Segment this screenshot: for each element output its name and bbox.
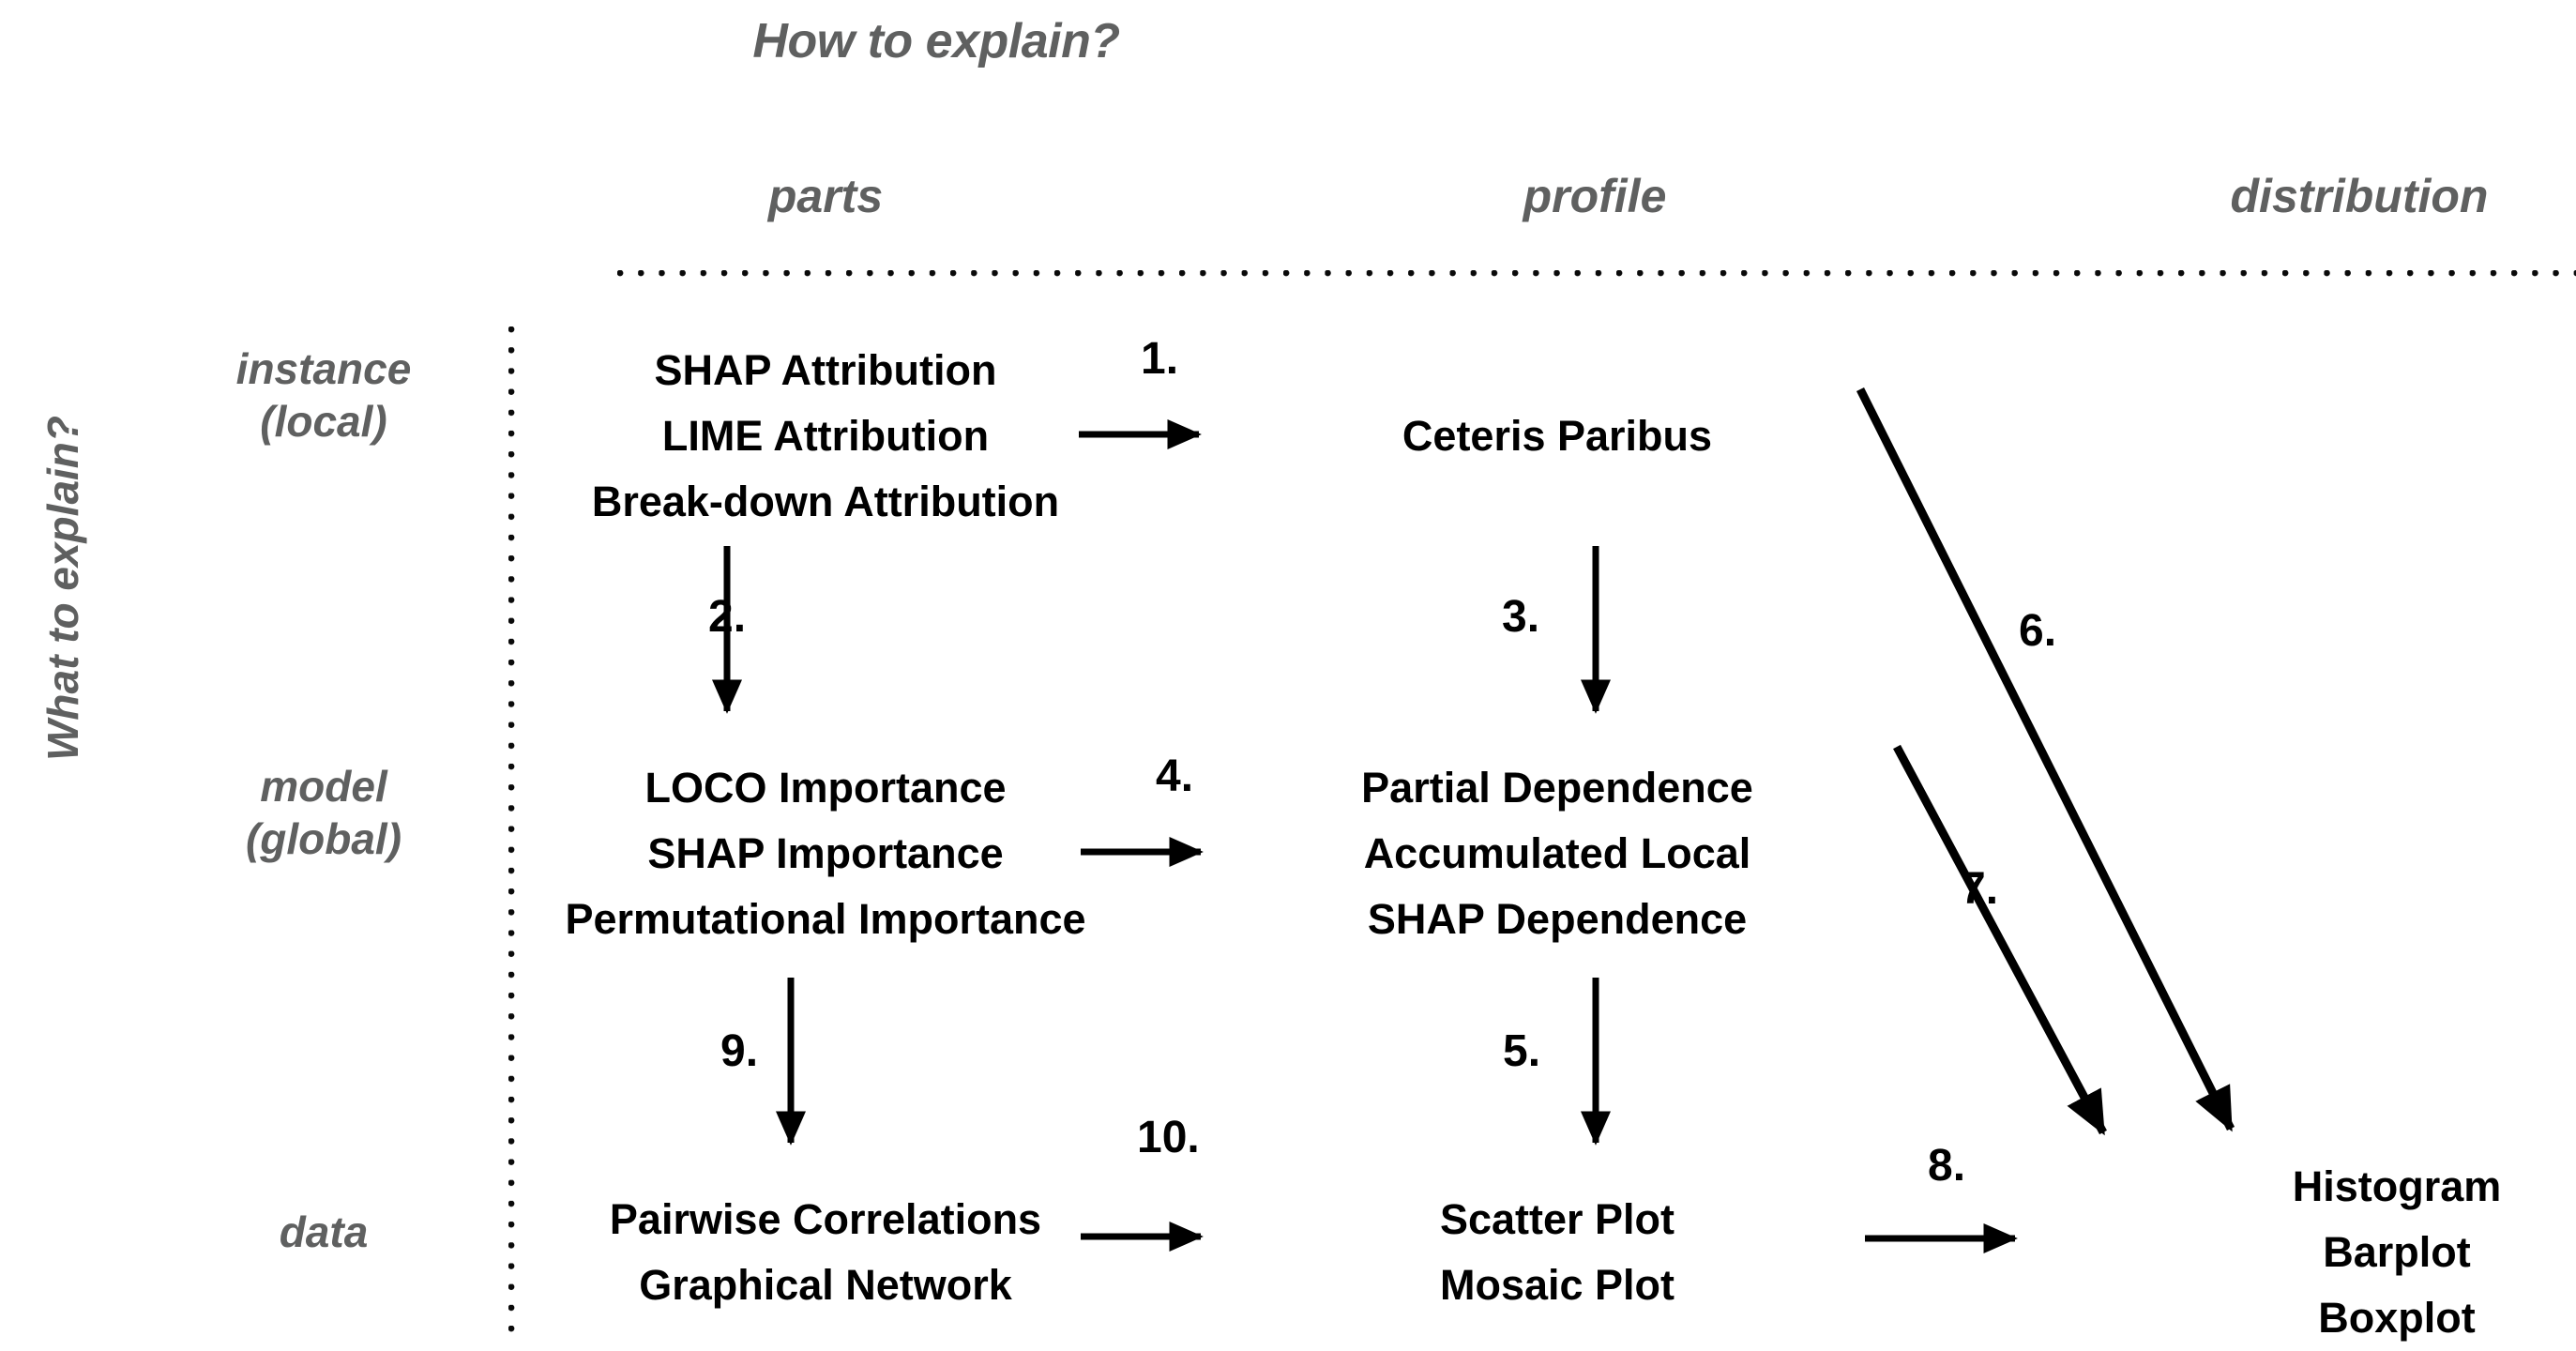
- arrow-label-9: 9.: [720, 1026, 759, 1076]
- arrow-label-5: 5.: [1503, 1026, 1541, 1076]
- arrow-label-7: 7.: [1961, 864, 1999, 914]
- arrow-7: [1893, 744, 2107, 1136]
- arrow-label-8: 8.: [1928, 1141, 1966, 1191]
- column-header-parts: parts: [767, 170, 884, 222]
- column-header-distribution: distribution: [2230, 170, 2489, 222]
- column-header-profile: profile: [1523, 170, 1667, 222]
- horizontal-dotted-divider: [617, 270, 2576, 281]
- vertical-axis-title: What to explain?: [38, 416, 87, 761]
- arrow-label-2: 2.: [708, 592, 747, 642]
- row-label-data: data: [279, 1207, 369, 1256]
- cell-profile-instance: Ceteris Paribus: [1402, 412, 1713, 460]
- arrow-label-10: 10.: [1137, 1113, 1200, 1162]
- row-label-instance: instance(local): [235, 344, 412, 446]
- arrow-label-4: 4.: [1156, 751, 1194, 801]
- arrow-6: [1856, 387, 2235, 1132]
- horizontal-axis-title: How to explain?: [752, 14, 1120, 68]
- arrow-label-6: 6.: [2019, 606, 2057, 656]
- vertical-dotted-divider: [508, 326, 520, 1338]
- row-label-model: model(global): [245, 762, 402, 863]
- arrow-label-3: 3.: [1502, 592, 1540, 642]
- arrow-label-1: 1.: [1141, 334, 1179, 384]
